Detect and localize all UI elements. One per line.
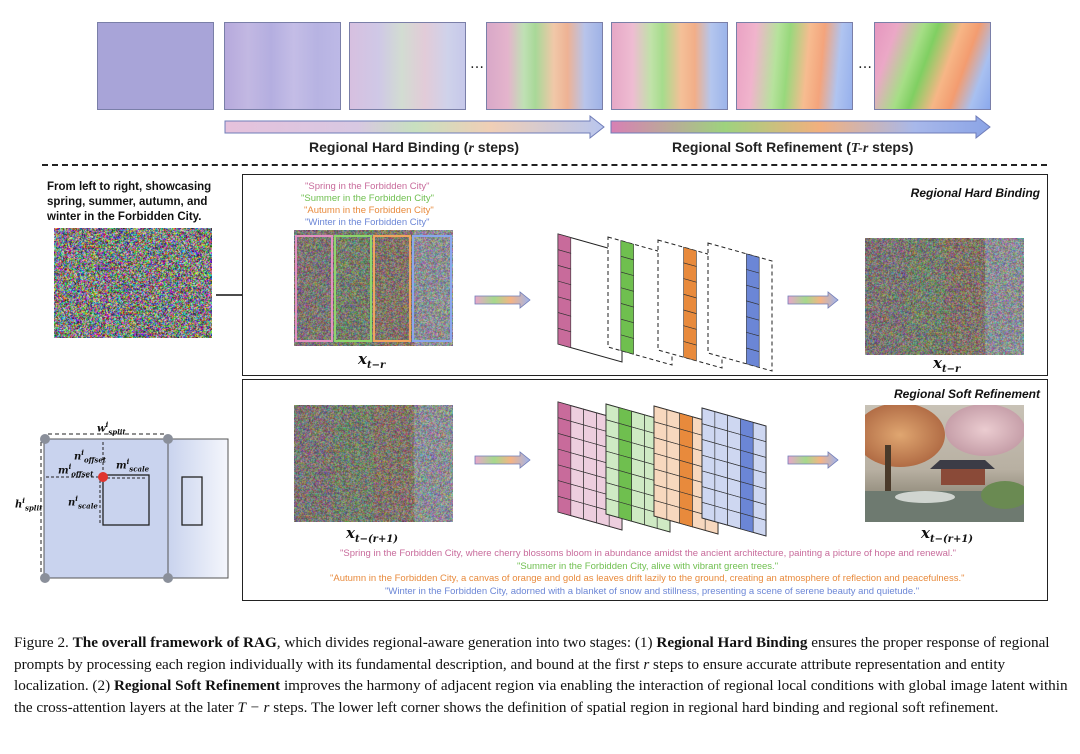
stage1-arrow: [225, 116, 604, 138]
refined-tree-spring: [945, 405, 1024, 456]
refined-snow: [895, 491, 955, 503]
initial-noise-image: [54, 228, 212, 338]
soft-prompt-winter: "Winter in the Forbidden City, adorned w…: [385, 586, 919, 597]
refined-pavilion-body: [941, 469, 985, 485]
prompt-winter: "Winter in the Forbidden City": [305, 217, 430, 228]
hard-arrow-1: [475, 292, 530, 308]
region-box-autumn: [374, 236, 410, 341]
soft-refinement-title: Regional Soft Refinement: [894, 387, 1040, 401]
prompt-spring: "Spring in the Forbidden City": [305, 181, 430, 192]
figure-caption: Figure 2. The overall framework of RAG, …: [14, 632, 1069, 718]
stage2-label: Regional Soft Refinement (T-r steps): [672, 139, 913, 157]
region-box-summer: [335, 236, 371, 341]
hard-arrow-2: [788, 292, 838, 308]
next-region-area: [168, 439, 228, 578]
soft-latent-in-label: xt−(r+1): [346, 524, 398, 545]
attention-layer: [708, 243, 772, 371]
soft-prompt-summer: "Summer in the Forbidden City, alive wit…: [517, 561, 778, 572]
region-definition-diagram: [10, 410, 235, 600]
attention-layer: [702, 408, 766, 536]
soft-refinement-input-latent: [294, 405, 453, 522]
refined-output-image: [865, 405, 1024, 522]
corner-dot-tl: [40, 434, 50, 444]
soft-prompt-autumn: "Autumn in the Forbidden City, a canvas …: [330, 573, 964, 584]
region-box-spring: [296, 236, 332, 341]
soft-arrow-1: [475, 452, 530, 468]
stage1-label: Regional Hard Binding (r steps): [309, 139, 519, 157]
stage2-arrow: [611, 116, 990, 138]
refined-trunk: [885, 445, 891, 495]
corner-dot-br: [163, 573, 173, 583]
soft-latent-out-label: xt−(r+1): [921, 524, 973, 545]
corner-dot-tr: [163, 434, 173, 444]
region-box-winter: [413, 236, 451, 341]
hard-binding-layer-stack: [552, 228, 782, 378]
w-split-label: wisplit: [97, 420, 126, 436]
progress-arrows: [0, 0, 1080, 160]
offset-origin-dot: [98, 472, 108, 482]
hard-binding-output-latent: [865, 238, 1024, 355]
region-boxes: [294, 230, 453, 346]
n-scale-label: niscale: [68, 494, 98, 510]
intro-text: From left to right, showcasing spring, s…: [47, 180, 237, 225]
soft-arrow-2: [788, 452, 838, 468]
hard-latent-out-label: xt−r: [933, 354, 960, 375]
corner-dot-bl: [40, 573, 50, 583]
section-divider: [42, 164, 1047, 166]
m-offset-label: mioffset: [58, 462, 93, 478]
m-scale-label: miscale: [116, 457, 149, 473]
soft-refinement-layer-stack: [552, 398, 782, 548]
prompt-summer: "Summer in the Forbidden City": [301, 193, 434, 204]
hard-binding-title: Regional Hard Binding: [911, 186, 1040, 200]
refined-pavilion-roof: [930, 460, 995, 469]
hard-latent-in-label: xt−r: [358, 350, 385, 371]
h-split-label: hisplit: [15, 496, 42, 512]
soft-prompt-spring: "Spring in the Forbidden City, where che…: [340, 548, 956, 559]
prompt-autumn: "Autumn in the Forbidden City": [304, 205, 434, 216]
